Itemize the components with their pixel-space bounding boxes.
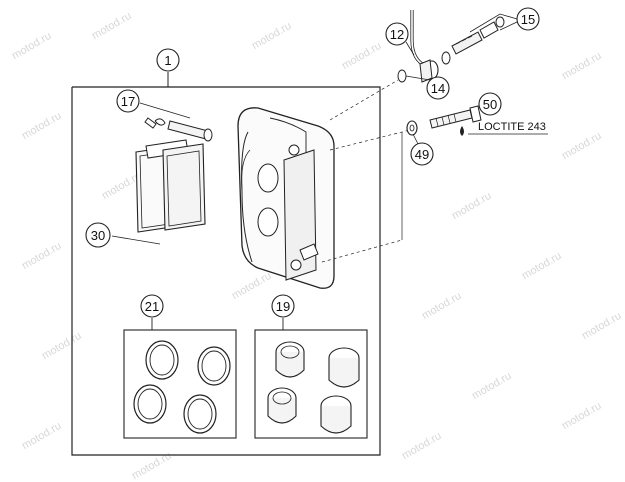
callout-assembly-label: 1 [164, 53, 171, 68]
pistons-box [254, 329, 368, 439]
brake-line [410, 10, 439, 83]
callout-washer-top-label: 14 [431, 81, 445, 96]
callout-pads-label: 30 [91, 228, 105, 243]
callout-pistons-label: 19 [276, 299, 290, 314]
callout-bolt-washer-label: 49 [415, 147, 429, 162]
callout-washer-top: 14 [426, 76, 450, 100]
bleeder-leader [469, 13, 518, 33]
exploded-parts-diagram: 1 17 30 [71, 7, 548, 456]
callout-assembly: 1 [156, 48, 180, 72]
bleeder-leader-2 [499, 21, 518, 31]
callout-banjo-bolt-label: 12 [390, 27, 404, 42]
bolt-guide-line-upper [329, 129, 411, 151]
banjo-washer-right [441, 51, 451, 65]
callout-pads: 30 [85, 222, 111, 248]
pistons [267, 341, 360, 434]
bolt-washer-leader [412, 133, 419, 145]
callout-banjo-bolt: 12 [385, 22, 409, 46]
pin-part [144, 117, 213, 142]
callout-seals: 21 [140, 294, 164, 318]
callout-bolt: 50 [478, 92, 502, 116]
washer-top-leader [405, 75, 431, 81]
callout-pistons: 19 [271, 294, 295, 318]
callout-bolt-label: 50 [483, 97, 497, 112]
pin-leader [139, 102, 191, 119]
banjo-washer-left [397, 69, 407, 83]
assembly-frame [71, 86, 381, 456]
seals-box [123, 329, 237, 439]
bleeder-valve [451, 16, 505, 55]
callout-pin-label: 17 [121, 94, 135, 109]
callout-bolt-washer: 49 [410, 142, 434, 166]
caliper-body [237, 107, 335, 289]
pads-leader [111, 235, 161, 245]
callout-pin: 17 [116, 89, 140, 113]
mounting-bolt [429, 105, 482, 129]
loctite-drop-icon [460, 126, 464, 136]
callout-bleeder: 15 [516, 7, 540, 31]
seal-rings [133, 340, 231, 434]
banjo-leader [405, 41, 415, 56]
bolt-washer-hole [409, 124, 415, 132]
callout-bleeder-label: 15 [521, 12, 535, 27]
loctite-note: LOCTITE 243 [478, 121, 546, 133]
brake-pads [135, 139, 206, 233]
banjo-guide-line [329, 79, 399, 121]
bolt-guide-line-lower [321, 239, 403, 263]
callout-seals-label: 21 [145, 299, 159, 314]
